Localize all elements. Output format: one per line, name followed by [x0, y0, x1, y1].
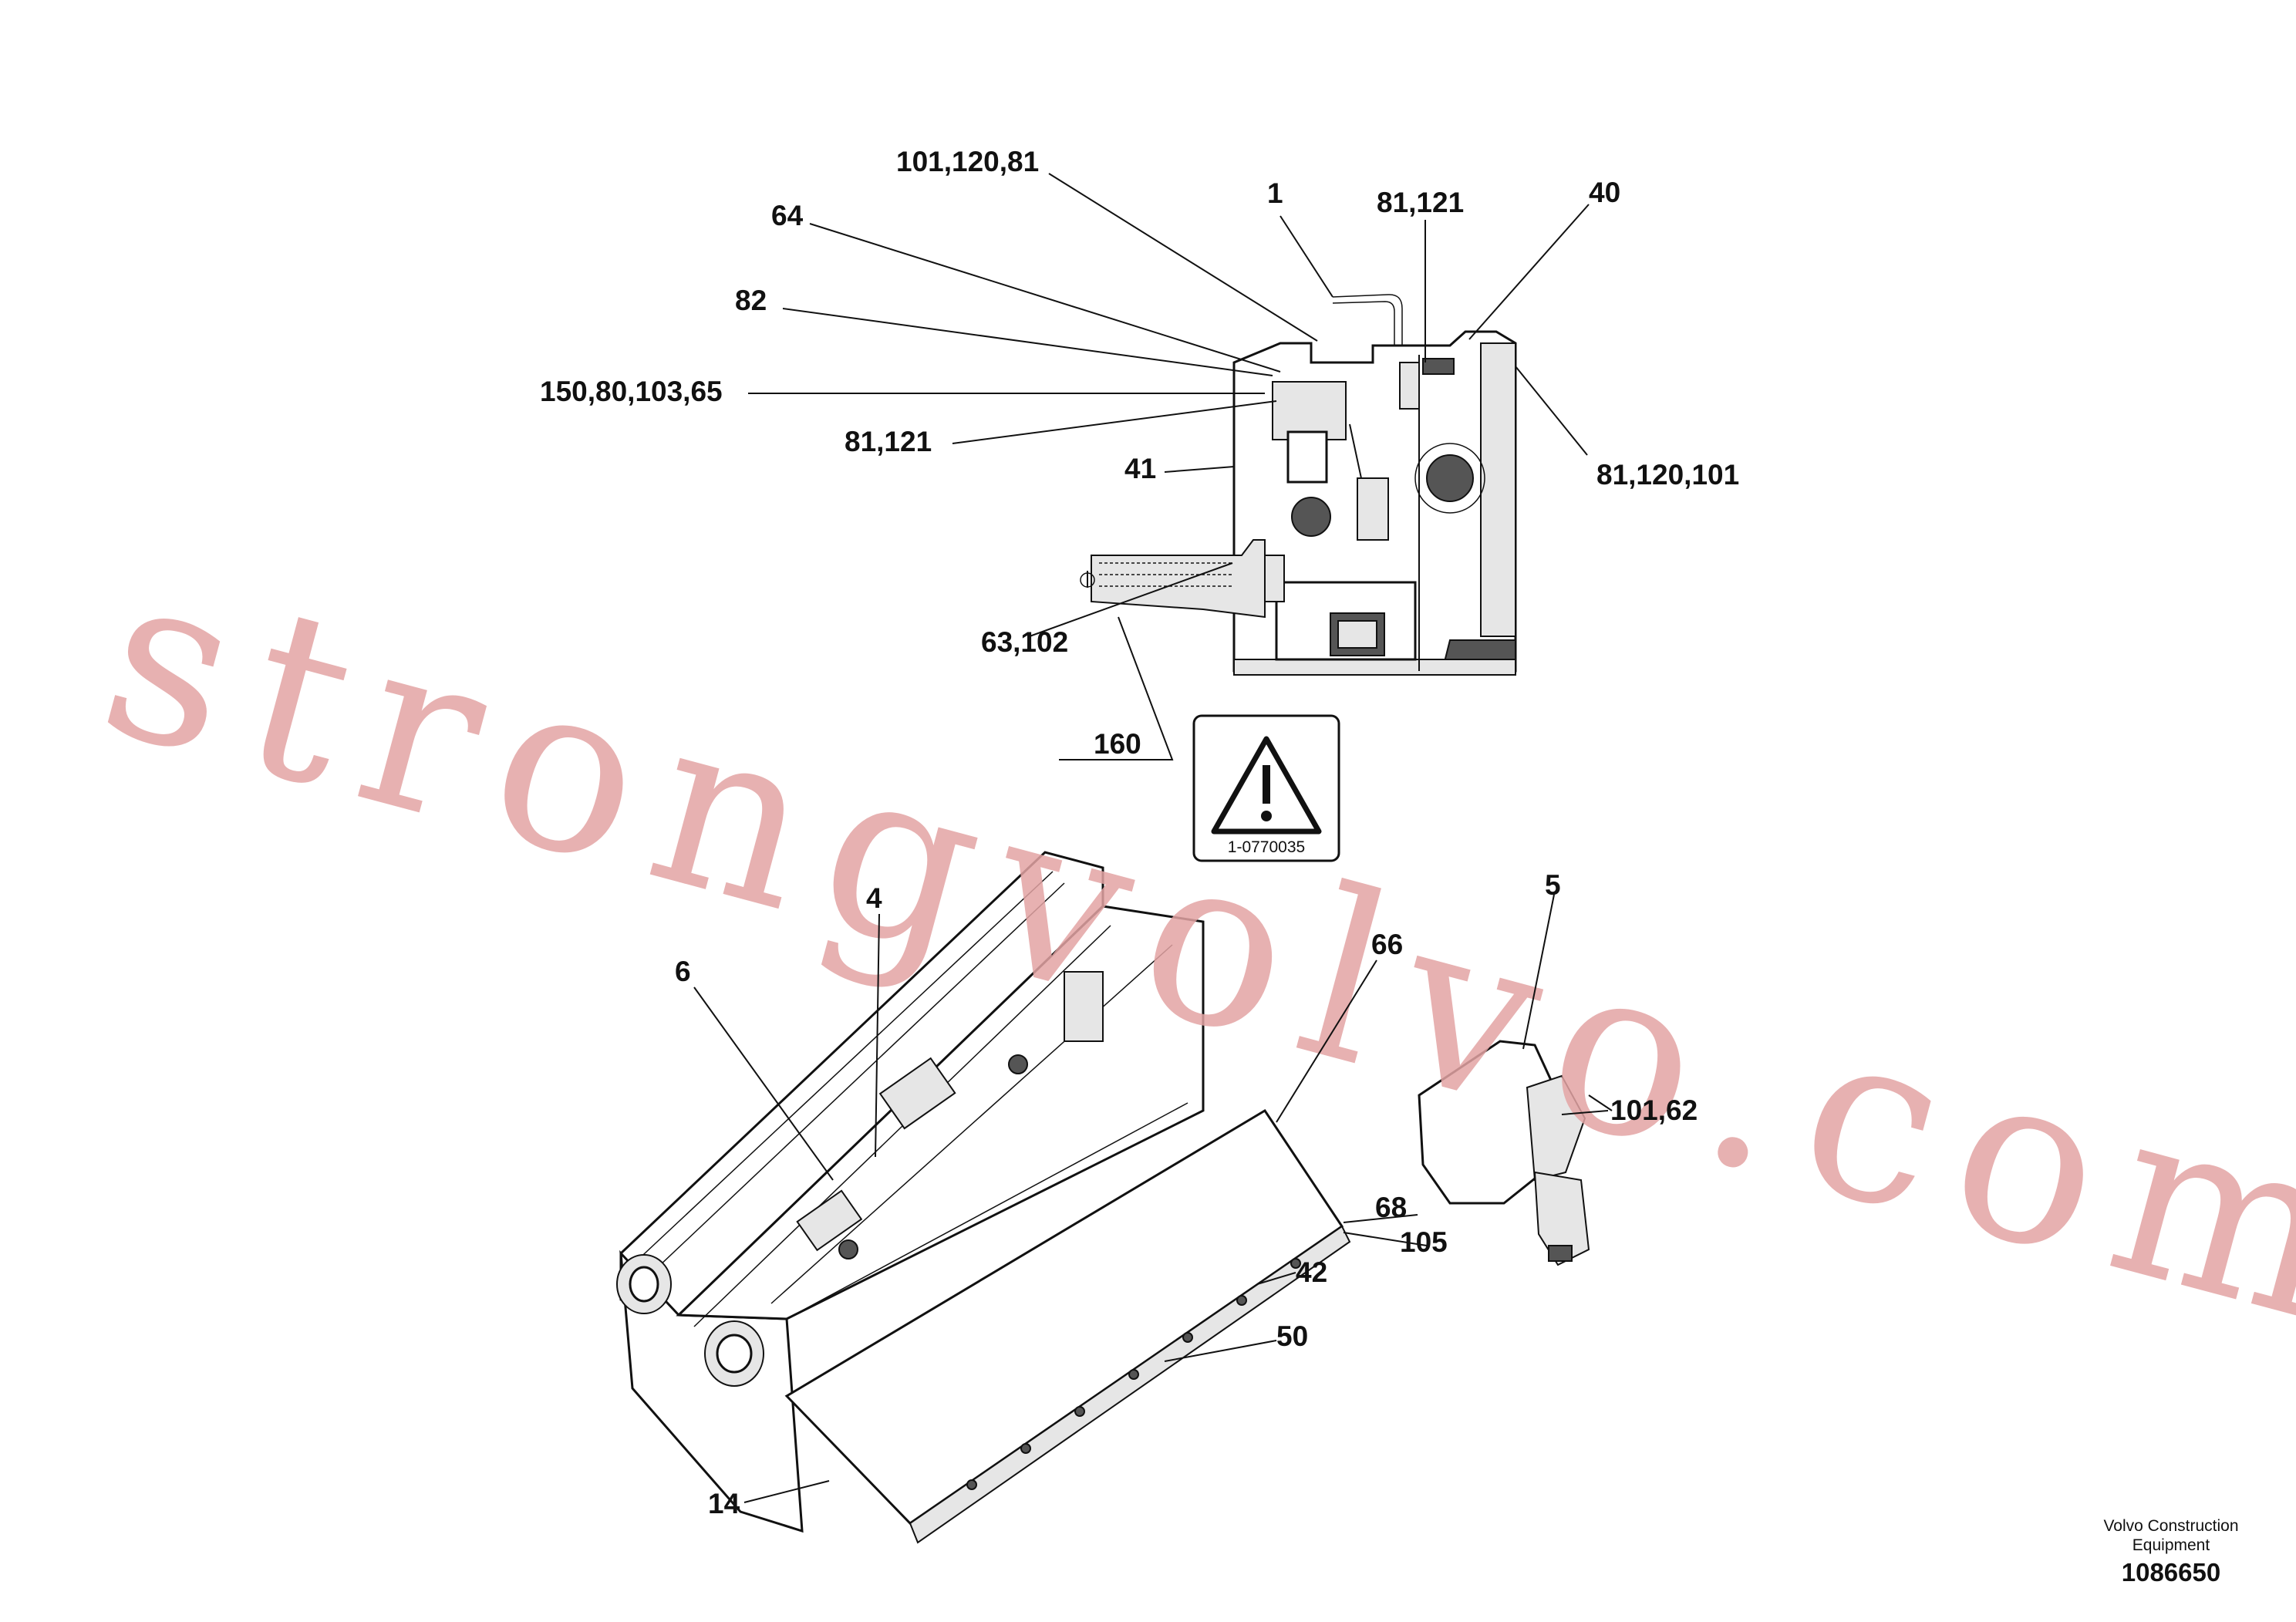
callout-64: 64 — [771, 200, 804, 231]
callout-150-80-103-65: 150,80,103,65 — [540, 376, 723, 407]
callout-6: 6 — [675, 956, 691, 987]
callout-105: 105 — [1400, 1226, 1448, 1258]
callout-42: 42 — [1296, 1256, 1327, 1288]
warning-sign-code: 1-0770035 — [1228, 838, 1305, 856]
callout-81-121-top: 81,121 — [1377, 187, 1464, 218]
callout-4: 4 — [866, 882, 882, 914]
company-line-1: Volvo Construction — [2103, 1517, 2238, 1535]
lower-assembly-drawing — [616, 851, 1351, 1544]
callout-68: 68 — [1375, 1192, 1407, 1223]
callout-40: 40 — [1589, 177, 1620, 208]
callout-labels: 101,120,81 64 1 81,121 40 82 150,80,103,… — [540, 146, 1739, 1519]
callout-1: 1 — [1267, 177, 1283, 209]
callout-50: 50 — [1276, 1320, 1308, 1352]
callout-66: 66 — [1371, 929, 1403, 960]
callout-101-62: 101,62 — [1610, 1094, 1698, 1126]
callout-63-102: 63,102 — [981, 626, 1068, 658]
leader-lines — [693, 173, 1609, 1503]
callout-160: 160 — [1094, 728, 1141, 760]
callout-5: 5 — [1545, 869, 1561, 901]
warning-sign: 1-0770035 — [1192, 714, 1340, 862]
document-number: 1086650 — [2122, 1558, 2220, 1587]
callout-41: 41 — [1124, 453, 1156, 484]
callout-14: 14 — [708, 1488, 740, 1519]
bolt-row — [966, 1258, 1301, 1490]
upper-assembly-drawing — [1080, 294, 1517, 676]
company-line-2: Equipment — [2132, 1536, 2210, 1554]
footer-block: Volvo Construction Equipment 1086650 — [2103, 1517, 2238, 1587]
callout-81-121-left: 81,121 — [845, 426, 932, 457]
warning-triangle-icon — [1211, 736, 1322, 835]
callout-81-120-101: 81,120,101 — [1596, 459, 1739, 491]
callout-101-120-81: 101,120,81 — [896, 146, 1039, 177]
side-component-drawing — [1418, 1040, 1613, 1266]
callout-82: 82 — [735, 285, 767, 316]
